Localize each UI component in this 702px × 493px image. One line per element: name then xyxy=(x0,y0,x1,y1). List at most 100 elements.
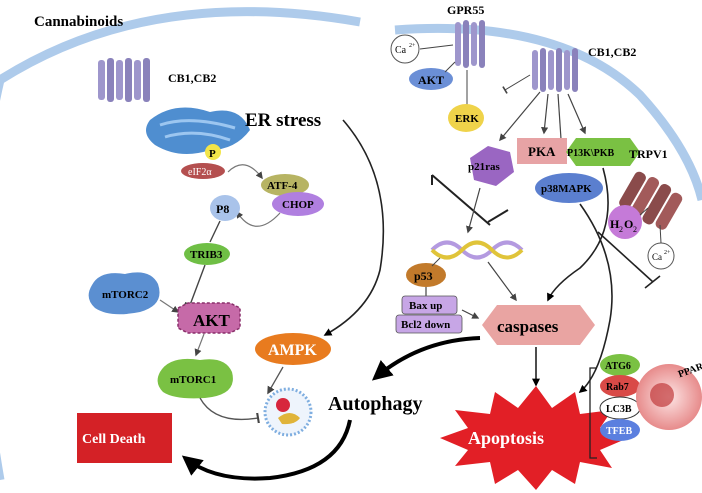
atf4-node xyxy=(261,174,309,196)
autophagy-to-cell-death-arrow xyxy=(181,419,352,481)
caspases-label: caspases xyxy=(497,317,559,336)
chop-label: CHOP xyxy=(282,199,314,211)
trpv1-inhibit-bar xyxy=(644,275,661,289)
dna-helix-icon xyxy=(430,240,524,260)
p38mapk-node xyxy=(535,173,603,203)
p53-label: p53 xyxy=(414,269,433,283)
akt-main-label: AKT xyxy=(193,311,231,330)
bax-up-label: Bax up xyxy=(409,300,442,312)
p8-node xyxy=(210,195,240,221)
eif2a-to-atf4-arrow xyxy=(227,164,263,180)
caspases-node xyxy=(482,305,595,345)
h2o2-o: O xyxy=(624,217,633,231)
gpr55-label: GPR55 xyxy=(447,3,484,17)
lysosome-inner-icon xyxy=(650,383,674,407)
trpv1-to-h2o2-line xyxy=(639,207,649,216)
bcl2-down-label: Bcl2 down xyxy=(401,319,450,331)
mtorc1-node xyxy=(157,358,233,399)
autophagy-label: Autophagy xyxy=(328,393,422,415)
rab7-node xyxy=(600,375,640,397)
cb-right-to-p21ras-arrow xyxy=(499,91,541,142)
trpv1-inhibits-line xyxy=(597,231,654,283)
caspases-to-autophagy-arrow xyxy=(371,336,481,381)
p53-node xyxy=(406,263,446,287)
cell-death-box xyxy=(77,413,172,463)
p-node xyxy=(205,144,221,160)
trib3-inhibits-akt xyxy=(184,264,206,309)
trpv1-channel-icon xyxy=(619,171,683,230)
atg-bracket xyxy=(589,367,597,459)
mtorc2-label: mTORC2 xyxy=(102,289,149,301)
akt-small-node xyxy=(409,68,453,90)
cell-membrane-left xyxy=(0,7,361,84)
cb-receptor-left-icon xyxy=(98,58,150,102)
cb1cb2-left-label: CB1,CB2 xyxy=(168,71,216,85)
rab7-label: Rab7 xyxy=(606,382,629,393)
dna-to-p53-line xyxy=(431,257,441,267)
p21ras-label: p21ras xyxy=(468,161,501,173)
erk-label: ERK xyxy=(455,113,479,125)
p21ras-to-dna-arrow xyxy=(466,187,481,234)
gpr55-to-akt-line xyxy=(444,61,456,73)
er-stress-label: ER stress xyxy=(245,110,321,131)
inhibit-bar-right xyxy=(487,209,509,223)
akt-small-label: AKT xyxy=(418,73,444,87)
mtorc2-to-akt-arrow xyxy=(159,299,180,313)
erk-node xyxy=(448,104,484,132)
h2o2-sub2: 2 xyxy=(633,225,637,234)
ampk-node xyxy=(255,333,331,365)
ca-left-label: Ca xyxy=(395,45,407,56)
bax-to-caspases-arrow xyxy=(461,309,480,319)
apoptosis-node xyxy=(440,386,628,490)
h2o2-sub1: 2 xyxy=(619,225,623,234)
trpv1-to-ca-line xyxy=(659,224,662,244)
mtorc1-inhibits-autophagosome xyxy=(199,397,260,424)
akt-main-node xyxy=(177,302,241,334)
dna-to-caspases-arrow xyxy=(487,261,517,302)
pka-node xyxy=(517,138,567,164)
h2o2-h: H xyxy=(610,217,620,231)
p38-to-apoptosis-arrow xyxy=(578,203,613,394)
mtorc1-label: mTORC1 xyxy=(170,374,216,386)
cb-receptor-right-icon xyxy=(532,48,578,92)
h2o2-node xyxy=(608,205,642,239)
cb-right-to-pi3k-arrow xyxy=(567,93,586,135)
atg6-node xyxy=(600,354,640,376)
akt-to-mtorc1-arrow xyxy=(194,333,205,357)
cb-right-to-pka-arrow xyxy=(541,93,549,135)
gpr55-receptor-icon xyxy=(455,20,485,68)
autophagosome-icon xyxy=(263,387,313,437)
cb1cb2-right-label: CB1,CB2 xyxy=(588,45,636,59)
atf4-label: ATF-4 xyxy=(267,180,298,192)
atg6-label: ATG6 xyxy=(605,361,631,372)
trib3-node xyxy=(184,243,230,265)
bcl2-down-box xyxy=(395,314,463,334)
ca-right-label: Ca xyxy=(652,252,662,262)
pi3k-node xyxy=(566,138,640,166)
chop-to-p8-arrow xyxy=(236,210,281,227)
cell-death-label: Cell Death xyxy=(82,432,146,447)
ampk-label: AMPK xyxy=(268,342,317,359)
mtorc2-node xyxy=(88,272,160,315)
bax-up-box xyxy=(401,295,458,315)
gpr55-to-ca-line xyxy=(419,44,454,50)
eif2a-label: eIF2α xyxy=(188,167,212,178)
cb-right-to-akt-line xyxy=(502,74,531,94)
trib3-label: TRIB3 xyxy=(190,249,223,261)
ampk-to-autophagosome-arrow xyxy=(267,366,284,395)
p8-label: P8 xyxy=(216,202,229,216)
p8-to-trib3-line xyxy=(209,220,221,243)
tfeb-node xyxy=(600,419,640,441)
ca-left-node xyxy=(390,34,420,64)
p-label: P xyxy=(209,148,216,160)
p21ras-node xyxy=(470,146,514,186)
pka-inhibits-dna-line xyxy=(431,174,491,226)
eif2a-node xyxy=(181,163,225,179)
lc3b-label: LC3B xyxy=(606,404,632,415)
pka-label: PKA xyxy=(528,144,556,159)
trpv1-label: TRPV1 xyxy=(629,147,668,161)
chop-node xyxy=(272,192,324,216)
tfeb-label: TFEB xyxy=(606,426,632,437)
